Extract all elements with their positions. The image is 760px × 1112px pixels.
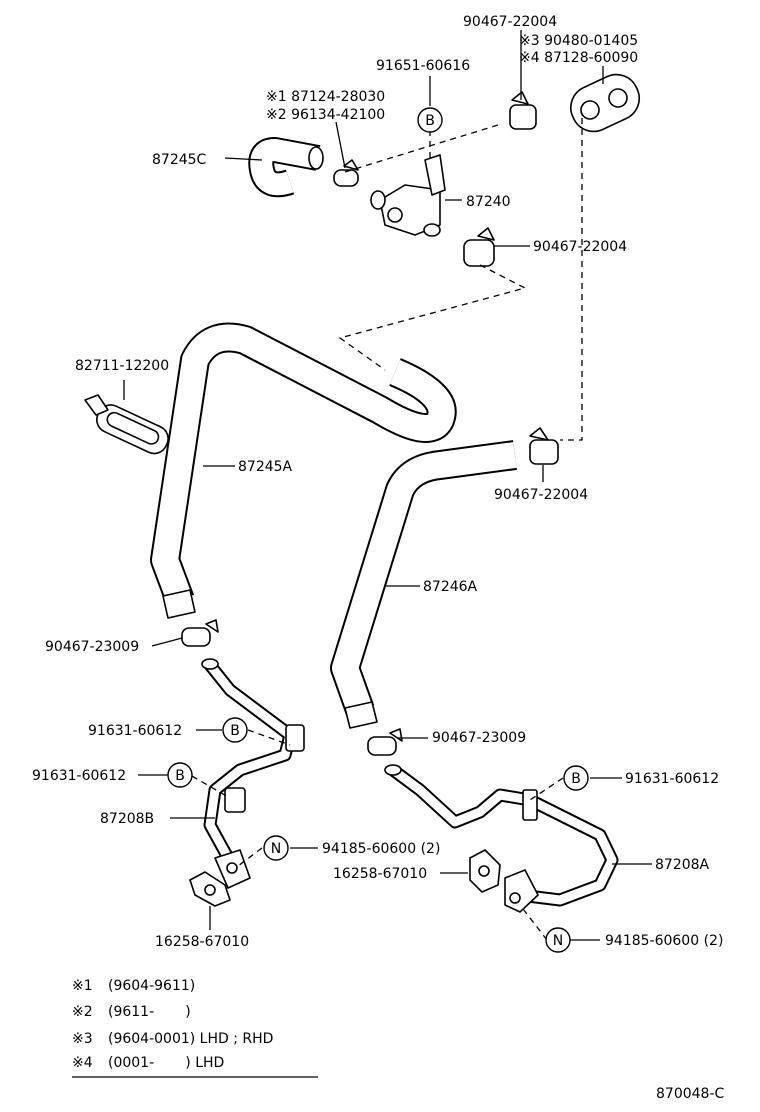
grommet-90480-01405	[569, 73, 641, 133]
note-3-mark: ※3	[72, 1031, 93, 1047]
label-90480-01405: ※3 90480-01405	[519, 33, 638, 49]
notes-block: ※1 (9604-9611) ※2 (9611- ) ※3 (9604-0001…	[72, 978, 318, 1078]
marker-N-left: N	[263, 835, 289, 861]
cover-82711-12200	[84, 394, 169, 455]
label-94185-60600-left: 94185-60600 (2)	[322, 841, 440, 857]
label-87240: 87240	[466, 194, 511, 210]
hose-87245C	[248, 137, 324, 198]
label-87246A: 87246A	[423, 579, 478, 595]
label-90467-22004-top: 90467-22004	[463, 14, 557, 30]
svg-text:N: N	[553, 933, 563, 949]
clamp-90467-22004-top	[509, 91, 537, 130]
clamp-90467-23009-right	[367, 728, 403, 756]
marker-B-left-a: B	[222, 717, 248, 743]
svg-text:B: B	[175, 768, 185, 784]
note-2-mark: ※2	[72, 1004, 93, 1020]
marker-B-top: B	[417, 107, 443, 133]
label-87245C: 87245C	[152, 152, 207, 168]
marker-B-left-b: B	[167, 762, 193, 788]
clamp-96134-42100	[333, 159, 359, 187]
label-87245A: 87245A	[238, 459, 293, 475]
dash-N-left	[237, 847, 263, 867]
label-90467-22004-mid: 90467-22004	[533, 239, 627, 255]
dash-B-left-b	[191, 775, 231, 799]
note-2-text: (9611- )	[108, 1004, 191, 1020]
diagram-code: 870048-C	[656, 1086, 724, 1102]
clamp-90467-23009-left	[181, 619, 219, 647]
label-16258-67010-left: 16258-67010	[155, 934, 249, 950]
label-90467-23009-right: 90467-23009	[432, 730, 526, 746]
label-96134-42100: ※2 96134-42100	[266, 107, 385, 123]
clamp-90467-22004-mid	[463, 227, 495, 267]
note-4-mark: ※4	[72, 1055, 93, 1071]
clamp-90467-22004-low	[529, 427, 559, 465]
label-87128-60090: ※4 87128-60090	[519, 50, 638, 66]
label-91651-60616: 91651-60616	[376, 58, 470, 74]
note-4-text: (0001- ) LHD	[108, 1055, 224, 1071]
marker-B-right: B	[563, 765, 589, 791]
label-87208A: 87208A	[655, 857, 710, 873]
water-valve-87240	[370, 154, 446, 237]
label-91631-60612-c: 91631-60612	[625, 771, 719, 787]
pipe-87208B	[201, 658, 305, 889]
svg-text:N: N	[271, 841, 281, 857]
label-87124-28030: ※1 87124-28030	[266, 89, 385, 105]
dash-B-right	[529, 777, 564, 801]
gasket-16258-67010-left	[189, 871, 231, 907]
hose-87246A	[330, 440, 517, 729]
dash-B-left-a	[247, 729, 291, 746]
pipe-87208A	[384, 764, 619, 913]
label-87208B: 87208B	[100, 811, 154, 827]
label-91631-60612-a: 91631-60612	[88, 723, 182, 739]
gasket-16258-67010-right	[469, 849, 501, 893]
label-16258-67010-right: 16258-67010	[333, 866, 427, 882]
label-94185-60600-right: 94185-60600 (2)	[605, 933, 723, 949]
dash-grommet-down	[560, 118, 583, 441]
svg-text:B: B	[571, 771, 581, 787]
note-3-text: (9604-0001) LHD ; RHD	[108, 1031, 273, 1047]
note-1-mark: ※1	[72, 978, 93, 994]
marker-N-right: N	[545, 927, 571, 953]
svg-text:B: B	[230, 723, 240, 739]
dash-clamp-to-hose	[344, 124, 499, 173]
dash-N-right	[519, 904, 548, 941]
label-82711-12200: 82711-12200	[75, 358, 169, 374]
svg-text:B: B	[425, 113, 435, 129]
note-1-text: (9604-9611)	[108, 978, 195, 994]
hose-87245A	[150, 322, 457, 619]
label-90467-23009-left: 90467-23009	[45, 639, 139, 655]
label-90467-22004-low: 90467-22004	[494, 487, 588, 503]
dash-clamp-hose	[338, 264, 527, 371]
label-91631-60612-b: 91631-60612	[32, 768, 126, 784]
